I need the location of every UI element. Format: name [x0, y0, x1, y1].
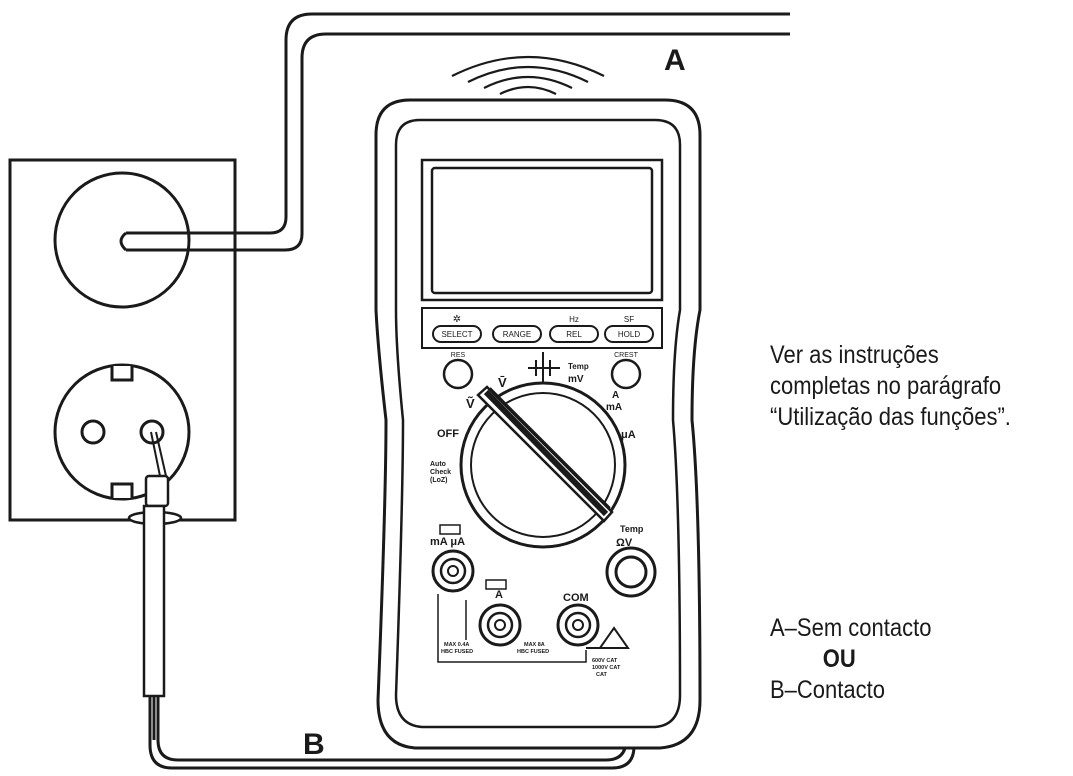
jack-a-label: A — [495, 589, 503, 601]
dial-a-label: A — [612, 390, 619, 401]
hold-top-label: SF — [624, 315, 634, 324]
cat-3: CAT — [596, 672, 608, 678]
dial-off-label: OFF — [437, 428, 459, 440]
dial-loz-label: (LoZ) — [430, 477, 448, 484]
legend-a: A–Sem contacto — [770, 614, 932, 642]
select-top-label: ✲ — [453, 314, 461, 325]
instructions-line-1: Ver as instruções — [770, 341, 939, 369]
hold-button — [604, 325, 654, 343]
continuity-symbol — [528, 352, 560, 384]
jack-v-label: ΩV — [616, 537, 633, 549]
wall-outlet — [8, 158, 237, 522]
label-b: B — [303, 728, 325, 761]
cat-2: 1000V CAT — [592, 665, 621, 671]
dial-dc-v-label: V̄ — [498, 375, 507, 390]
instructions-line-2: completas no parágrafo — [770, 372, 1002, 400]
res-label: RES — [451, 352, 466, 359]
select-button — [432, 325, 482, 343]
signal-arcs — [451, 56, 605, 95]
range-label: RANGE — [503, 330, 531, 339]
instructions-line-3: “Utilização das funções”. — [770, 403, 1011, 431]
fuse-left-1: MAX 0.4A — [444, 642, 469, 648]
range-button — [492, 325, 542, 343]
jack-temp-label: Temp — [620, 524, 644, 534]
dial-ma-label: mA — [606, 402, 622, 413]
jack-ma-ua-label: mA μA — [430, 536, 465, 548]
rel-button — [549, 325, 599, 343]
fuse-mid-2: HBC FUSED — [517, 649, 549, 655]
fuse-boxes — [437, 524, 630, 663]
side-buttons — [442, 358, 642, 390]
socket-lower — [53, 363, 191, 501]
res-button — [442, 358, 474, 390]
input-jacks — [431, 546, 657, 647]
cable-a — [119, 12, 790, 252]
dial-check-label: Check — [430, 469, 451, 476]
dial-ac-v-label: Ṽ — [466, 396, 475, 411]
socket-upper — [53, 171, 191, 309]
rotary-dial — [459, 381, 627, 549]
dial-ua-label: μA — [621, 429, 636, 441]
legend-or: OU — [822, 645, 856, 673]
dial-auto-label: Auto — [430, 461, 446, 468]
legend: A–Sem contacto OU B–Contacto — [770, 613, 931, 706]
meter-buttons — [432, 325, 654, 343]
crest-label: CREST — [614, 352, 638, 359]
hold-label: HOLD — [618, 330, 640, 339]
crest-button — [610, 358, 642, 390]
rel-top-label: Hz — [569, 315, 579, 324]
label-a: A — [664, 44, 686, 77]
probe-b — [127, 431, 183, 740]
socket-hole-right — [139, 419, 165, 445]
fuse-left-2: HBC FUSED — [441, 649, 473, 655]
select-label: SELECT — [441, 330, 472, 339]
dial-temp-label: Temp — [568, 362, 589, 371]
instructions-text: Ver as instruções completas no parágrafo… — [770, 340, 1011, 433]
fuse-mid-1: MAX 8A — [524, 642, 545, 648]
cat-1: 600V CAT — [592, 658, 618, 664]
socket-hole-left — [80, 419, 106, 445]
rel-label: REL — [566, 330, 582, 339]
jack-com-label: COM — [563, 592, 589, 604]
legend-b: B–Contacto — [770, 676, 885, 704]
dial-mv-label: mV — [568, 374, 584, 385]
